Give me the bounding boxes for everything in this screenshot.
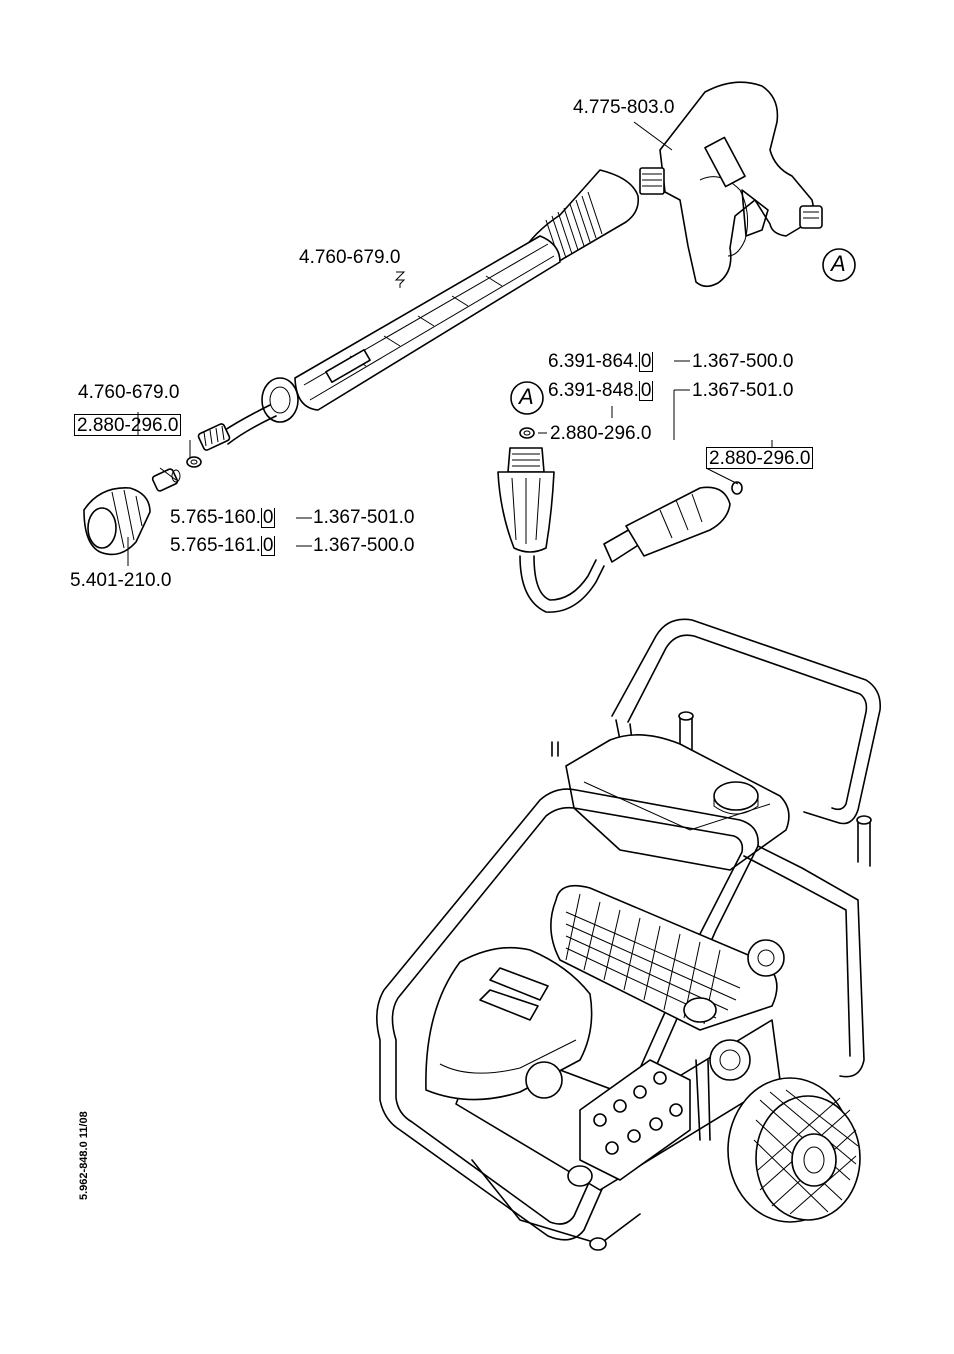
part-number-protective-cap: 5.401-210.0 [70,570,172,591]
part-number-o-ring-nozzle: 2.880-296.0 [74,414,182,436]
spray-gun [639,81,823,288]
part-number-spray-gun: 4.775-803.0 [573,97,675,118]
nozzle-160-suffix: 0 [260,507,276,528]
part-number-o-ring-hose-end: 2.880-296.0 [706,447,814,469]
part-number-nozzle-160-alt: 1.367-501.0 [313,507,415,528]
callout-a-hose [510,381,544,415]
hose-848-code: 6.391-848. [548,380,639,401]
nozzle-161-suffix: 0 [260,535,276,556]
callout-label-a-hose: A [519,384,534,409]
hose-864-code: 6.391-864. [548,351,639,372]
high-pressure-hose [497,427,743,613]
part-number-nozzle-161-alt: 1.367-500.0 [313,535,415,556]
wheel [727,1077,861,1223]
motor-perforation [565,893,741,1025]
nozzle-161-code: 5.765-161. [170,535,261,556]
hose-864-suffix: 0 [638,351,654,372]
part-number-spray-lance: 4.760-679.0 [299,247,401,268]
part-number-hose-848-alt: 1.367-501.0 [692,380,794,401]
part-number-hose-848: 6.391-848.0 [548,380,654,401]
part-number-hose-864-alt: 1.367-500.0 [692,351,794,372]
spray-lance [197,169,640,451]
nozzle-parts [83,456,202,556]
part-number-nozzle-assembly: 4.760-679.0 [78,382,180,403]
document-footer-code: 5.962-848.0 11/08 [78,1111,90,1200]
part-number-hose-864: 6.391-864.0 [548,351,654,372]
callout-a-gun [822,248,856,282]
part-number-nozzle-161: 5.765-161.0 [170,535,276,556]
part-number-o-ring-hose: 2.880-296.0 [550,423,652,444]
nozzle-160-code: 5.765-160. [170,507,261,528]
callout-label-a-gun: A [831,251,846,276]
part-number-nozzle-160: 5.765-160.0 [170,507,276,528]
pressure-washer-machine [376,618,882,1251]
hose-848-suffix: 0 [638,380,654,401]
leader-lines [127,121,773,566]
